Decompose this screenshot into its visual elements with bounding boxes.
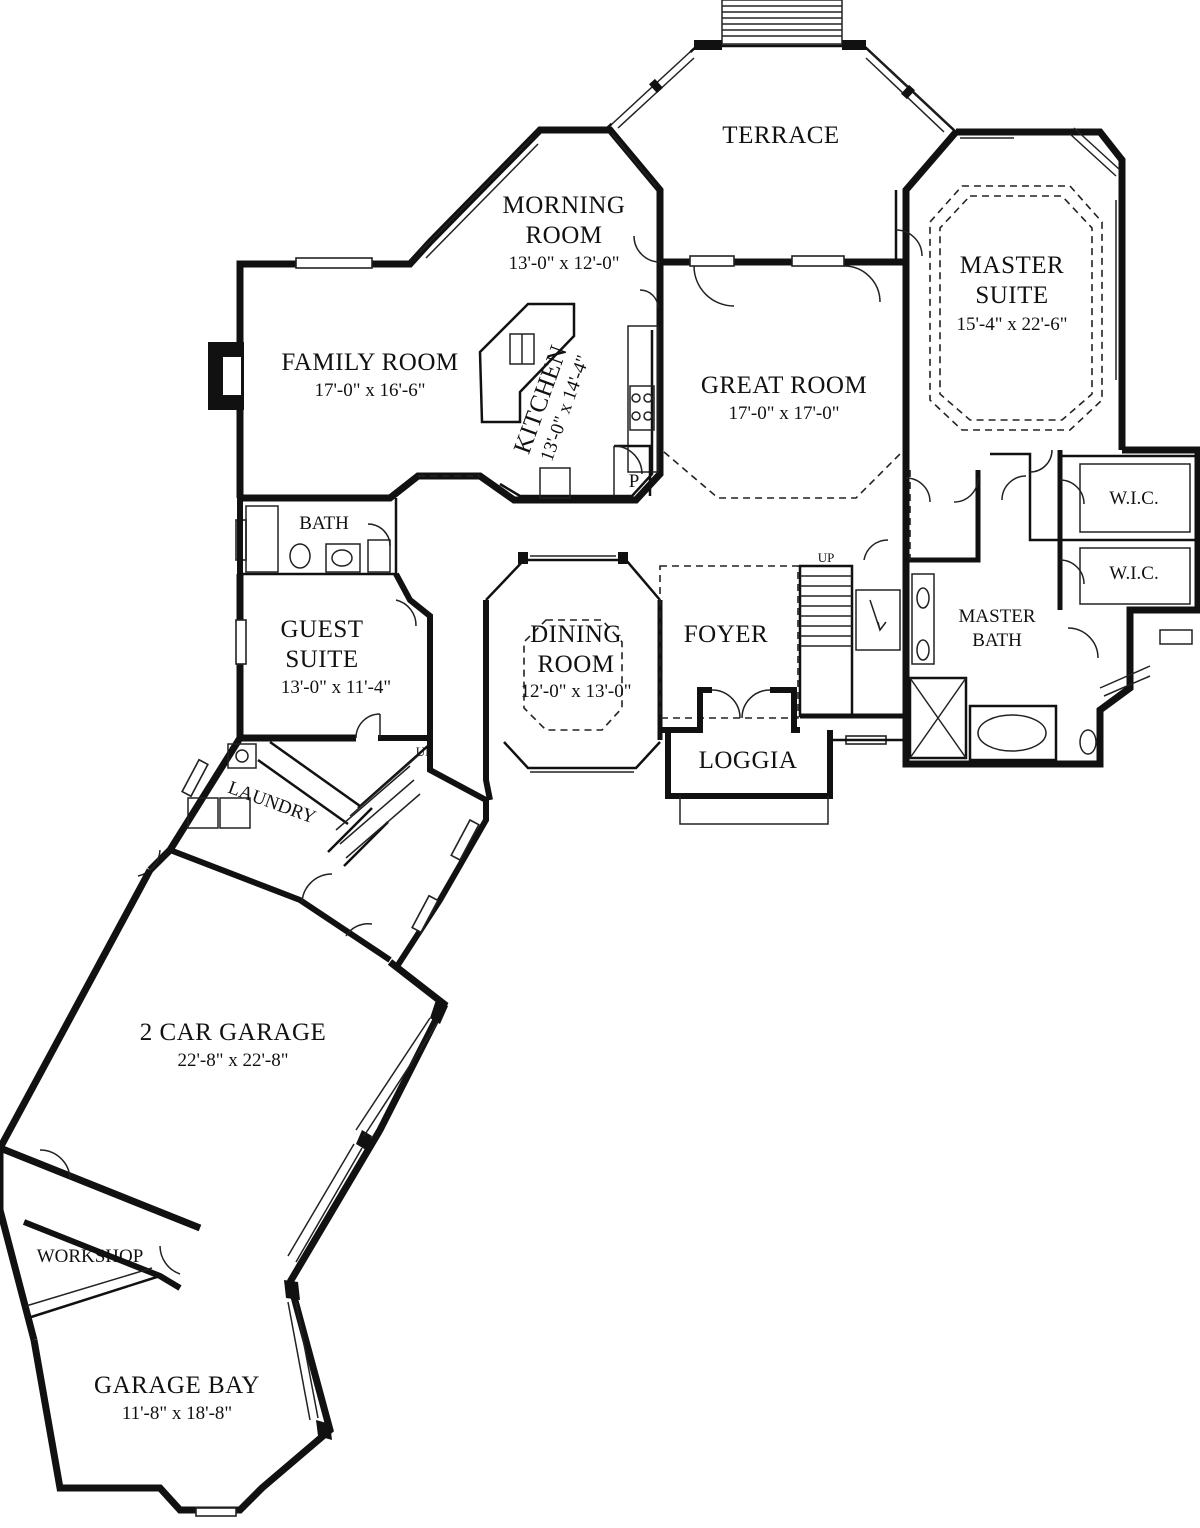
master-bath-label-1: MASTER: [958, 606, 1035, 627]
laundry-label: LAUNDRY: [225, 777, 319, 828]
great-room-label: GREAT ROOM: [701, 372, 867, 399]
foyer-label: FOYER: [684, 621, 768, 648]
family-room-dims: 17'-0" x 16'-6": [314, 380, 425, 401]
terrace-steps: [721, 0, 843, 45]
workshop-label: WORKSHOP: [37, 1246, 144, 1267]
dining-room-label-1: DINING: [530, 621, 622, 648]
guest-suite-label-1: GUEST: [280, 616, 363, 643]
family-room-label: FAMILY ROOM: [281, 349, 458, 376]
dining-room-dims: 12'-0" x 13'-0": [520, 681, 631, 702]
terrace-label: TERRACE: [722, 122, 839, 149]
master-suite-dims: 15'-4" x 22'-6": [956, 314, 1067, 335]
dining-room-label-2: ROOM: [537, 651, 614, 678]
great-room-dims: 17'-0" x 17'-0": [728, 403, 839, 424]
terrace-outline: [606, 40, 957, 262]
door-swings: [367, 229, 1099, 659]
morning-room-dims: 13'-0" x 12'-0": [508, 253, 619, 274]
master-bath-label-2: BATH: [972, 630, 1022, 651]
guest-suite-dims: 13'-0" x 11'-4": [281, 677, 391, 698]
master-suite-label-2: SUITE: [975, 282, 1048, 309]
morning-room-label-2: ROOM: [525, 222, 602, 249]
loggia-label: LOGGIA: [699, 747, 798, 774]
wic-1-label: W.I.C.: [1109, 488, 1158, 509]
garage-bay-dims: 11'-8" x 18'-8": [122, 1403, 232, 1424]
wic-2-label: W.I.C.: [1109, 563, 1158, 584]
house-walls: [0, 126, 1200, 1517]
morning-room-label-1: MORNING: [503, 192, 626, 219]
master-suite-ceiling: [929, 185, 1103, 431]
bath-label: BATH: [299, 513, 349, 534]
stair-up-label-main: UP: [818, 550, 835, 565]
guest-suite-label-2: SUITE: [285, 646, 358, 673]
garage-bay-label: GARAGE BAY: [94, 1372, 260, 1399]
room-labels: TERRACE MORNING ROOM 13'-0" x 12'-0" MAS…: [37, 122, 1159, 1424]
stair-up-label-laundry: UP: [416, 744, 433, 759]
master-suite-label-1: MASTER: [960, 252, 1064, 279]
garage-dims: 22'-8" x 22'-8": [177, 1050, 288, 1071]
garage-label: 2 CAR GARAGE: [140, 1019, 327, 1046]
pantry-label: P: [629, 471, 640, 492]
